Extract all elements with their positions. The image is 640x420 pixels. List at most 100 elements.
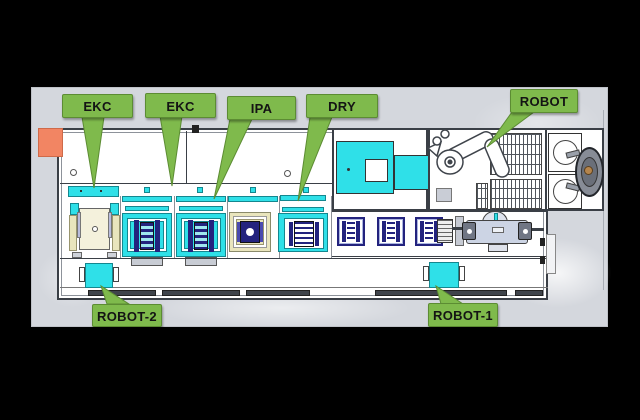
station-ekc-2-bar [125,206,169,211]
callout-dry: DRY [306,94,378,118]
station-ekc-1-rail [77,212,81,238]
callout-robot: ROBOT [510,89,578,113]
wall-clip [540,238,545,246]
aligner-cap [518,222,532,240]
robot-1-clip [423,266,429,281]
rail-bar [246,290,310,296]
robot-2-carriage [85,263,113,288]
rail-bottom-edge [60,298,548,300]
station-ipa-bar [179,206,223,211]
station-dry [278,213,328,252]
chamber-window [365,159,388,182]
station-ekc-2 [122,213,172,257]
aligner-bracket [488,244,508,252]
rail-section [60,258,548,300]
transfer-section [332,211,548,257]
hinge-circle [70,169,77,176]
fan-circle [553,179,578,204]
station-foot [185,257,217,266]
wall-clip [540,256,545,264]
robot-1-clip [459,266,465,281]
top-edge-connector [192,125,199,133]
aligner-cap-dot [467,229,472,234]
callout-ipa: IPA [227,96,296,120]
aligner-cap-dot [523,229,528,234]
callout-ekc-2: EKC [145,93,216,118]
station-ekc-2-cassette [134,220,139,252]
cassette-wafers [347,222,355,241]
station-divider [174,196,175,258]
aligner-assembly [452,211,544,254]
aligner-rod [532,228,544,231]
station-4-bar [228,196,278,202]
striped-stage [437,219,453,243]
cassette-side [396,221,400,242]
cassette-side [434,221,438,242]
equipment-panel [436,188,452,202]
station-ekc-1-corner [110,203,119,215]
slot-rack [490,179,542,209]
station-ekc-1-rail [108,212,112,238]
station-ipa-cassette [188,220,193,252]
cassette-side [356,221,360,242]
slot-rack [476,183,488,209]
station-ekc-2-bar [122,196,172,202]
side-cabinet [546,234,556,274]
top-band-divider [186,131,187,184]
chamber-dot [347,168,350,171]
station-ekc-1-column [112,215,120,251]
station-ekc-1-corner [70,203,79,215]
station-dry-bar [280,195,326,201]
station-ekc-1 [69,200,120,258]
callout-robot-1: ROBOT-1 [428,303,498,327]
process-chamber-small [394,155,430,190]
station-ipa [176,213,226,257]
cassette-side [420,221,424,242]
station-ipa-bar [176,196,226,202]
rail-bar [375,290,507,296]
aligner-cap [462,222,476,240]
sensor-square [250,187,256,193]
station-dry-wafers [294,221,314,247]
aligner-rod [452,227,466,230]
station-ipa-cassette [209,220,214,252]
station-dry-cassette [289,222,293,246]
station-ekc-2-wafers [140,222,154,250]
cassette-side [342,221,346,242]
cassette-wafers [425,222,433,241]
sensor-square [144,187,150,193]
callout-robot-2: ROBOT-2 [92,304,162,327]
cassette-stage [337,217,365,246]
station-dry-bar [282,207,324,212]
robot-2-clip [79,267,85,282]
aligner-slot [492,227,504,233]
station-ekc-1-header [68,186,119,197]
gripper-hub [584,166,593,175]
sensor-square [303,187,309,193]
cassette-stage [377,217,405,246]
station-divider [331,196,332,258]
station-4-rail [237,222,240,242]
station-foot [131,257,163,266]
callout-ekc-1: EKC [62,94,133,118]
rail-line [60,287,548,288]
section-wall [545,130,547,209]
header-dot [80,190,82,192]
station-4 [229,212,271,252]
hinge-circle [284,170,291,177]
station-ekc-1-column [69,215,77,251]
station-dry-cassette [315,222,319,246]
station-foot [107,252,117,258]
rail-bar [162,290,240,296]
top-cover-band [60,131,332,184]
station-ekc-1-chamber [79,208,110,250]
slot-rack [490,133,542,175]
rail-bar [515,290,543,296]
cassette-side [382,221,386,242]
orange-marker [38,128,63,157]
station-ekc-2-cassette [155,220,160,252]
chamber-section [332,128,430,211]
station-ipa-wafers [194,222,208,250]
robot-1-carriage [429,262,459,288]
